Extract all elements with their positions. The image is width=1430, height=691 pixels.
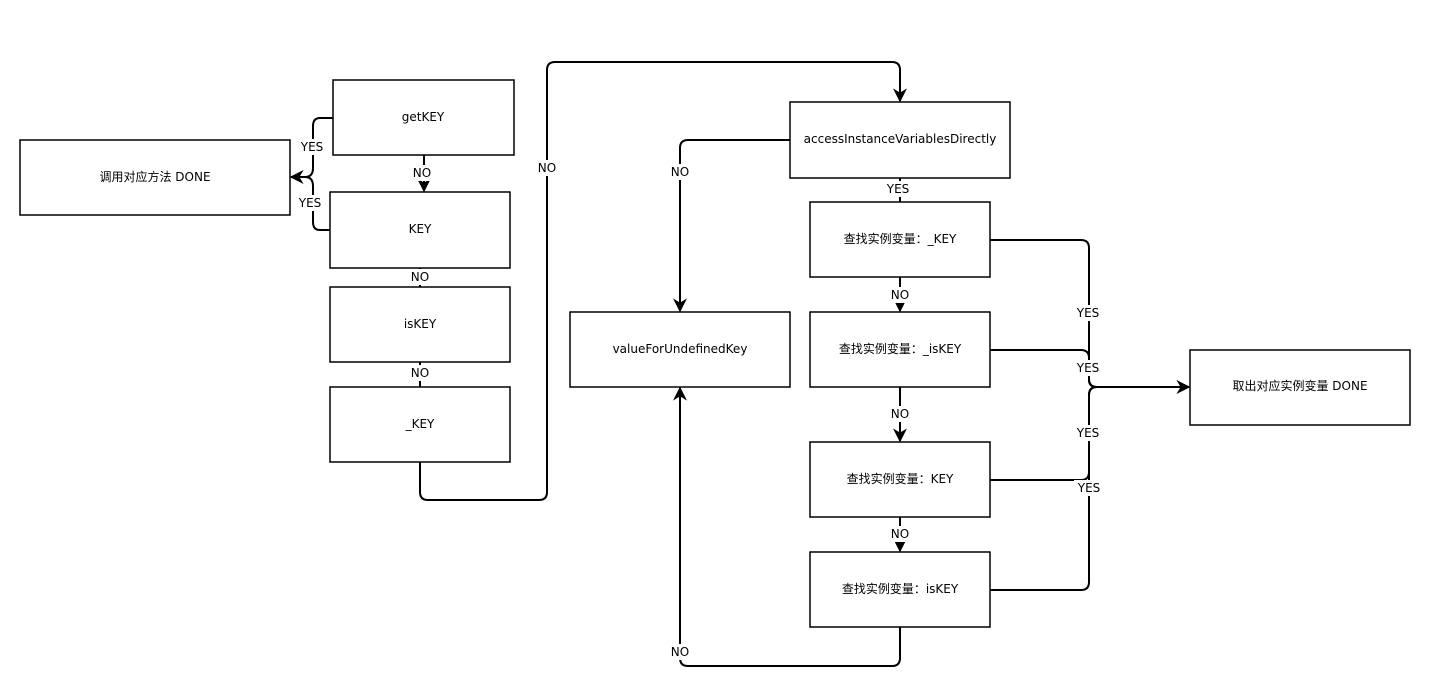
node-find-underscore-key-box (809, 201, 991, 278)
node-key-label: KEY (409, 222, 432, 236)
edge-label-yes-access: YES (886, 182, 910, 196)
node-find-iskey-box (809, 551, 991, 628)
node-key-box (329, 191, 511, 269)
node-find-key-box (809, 441, 991, 518)
edge-label-no-getkey: NO (413, 166, 431, 180)
edge-access-to-undefined (673, 139, 790, 313)
edge-label-yes-getkey: YES (300, 140, 324, 154)
edge-label-yes-find-key: YES (1076, 426, 1100, 440)
node-done-take-label: 取出对应实例变量 DONE (1232, 378, 1367, 393)
edge-label-no-access: NO (671, 165, 689, 179)
node-iskey-box (329, 286, 511, 363)
edge-label-no-find-underscore-iskey: NO (891, 407, 909, 421)
node-find-underscore-key-label: 查找实例变量：_KEY (844, 231, 957, 246)
node-done-call-box (19, 139, 291, 216)
edge-label-no-find-key: NO (891, 527, 909, 541)
edge-label-no-iskey: NO (411, 366, 429, 380)
node-undefined-label: valueForUndefinedKey (613, 342, 748, 356)
edge-label-yes-key: YES (298, 196, 322, 210)
node-iskey-label: isKEY (404, 317, 437, 331)
edge-find-underscore-iskey-to-done-take (990, 349, 1098, 388)
edge-label-no-find-iskey: NO (671, 645, 689, 659)
nodes (19, 79, 1411, 628)
node-find-underscore-iskey-label: 查找实例变量：_isKEY (839, 341, 962, 356)
node-undefined-box (569, 311, 791, 388)
edge-label-yes-find-underscore-key: YES (1076, 306, 1100, 320)
node-getkey-label: getKEY (402, 110, 445, 124)
edge-find-iskey-to-undefined (673, 386, 901, 667)
edge-label-no-underscore-key: NO (538, 161, 556, 175)
node-find-underscore-iskey-box (809, 311, 991, 388)
node-access-box (789, 101, 1011, 179)
node-access-label: accessInstanceVariablesDirectly (804, 132, 997, 146)
node-done-take-box (1189, 349, 1411, 426)
node-find-iskey-label: 查找实例变量：isKEY (842, 581, 959, 596)
edge-label-yes-find-underscore-iskey: YES (1076, 361, 1100, 375)
node-underscore-key-box (329, 386, 511, 463)
edge-underscore-key-to-access (419, 61, 907, 501)
node-done-call-label: 调用对应方法 DONE (99, 169, 210, 184)
edge-label-yes-find-iskey: YES (1077, 481, 1101, 495)
node-underscore-key-label: _KEY (405, 417, 435, 431)
node-getkey-box (332, 79, 515, 156)
node-find-key-label: 查找实例变量：KEY (847, 471, 954, 486)
edge-label-no-key: NO (411, 270, 429, 284)
edge-find-iskey-to-done-take (990, 386, 1098, 591)
edge-labels: YES YES NO NO NO NO NO YES NO NO NO NO Y… (297, 139, 1104, 660)
edge-label-no-find-underscore-key: NO (891, 288, 909, 302)
